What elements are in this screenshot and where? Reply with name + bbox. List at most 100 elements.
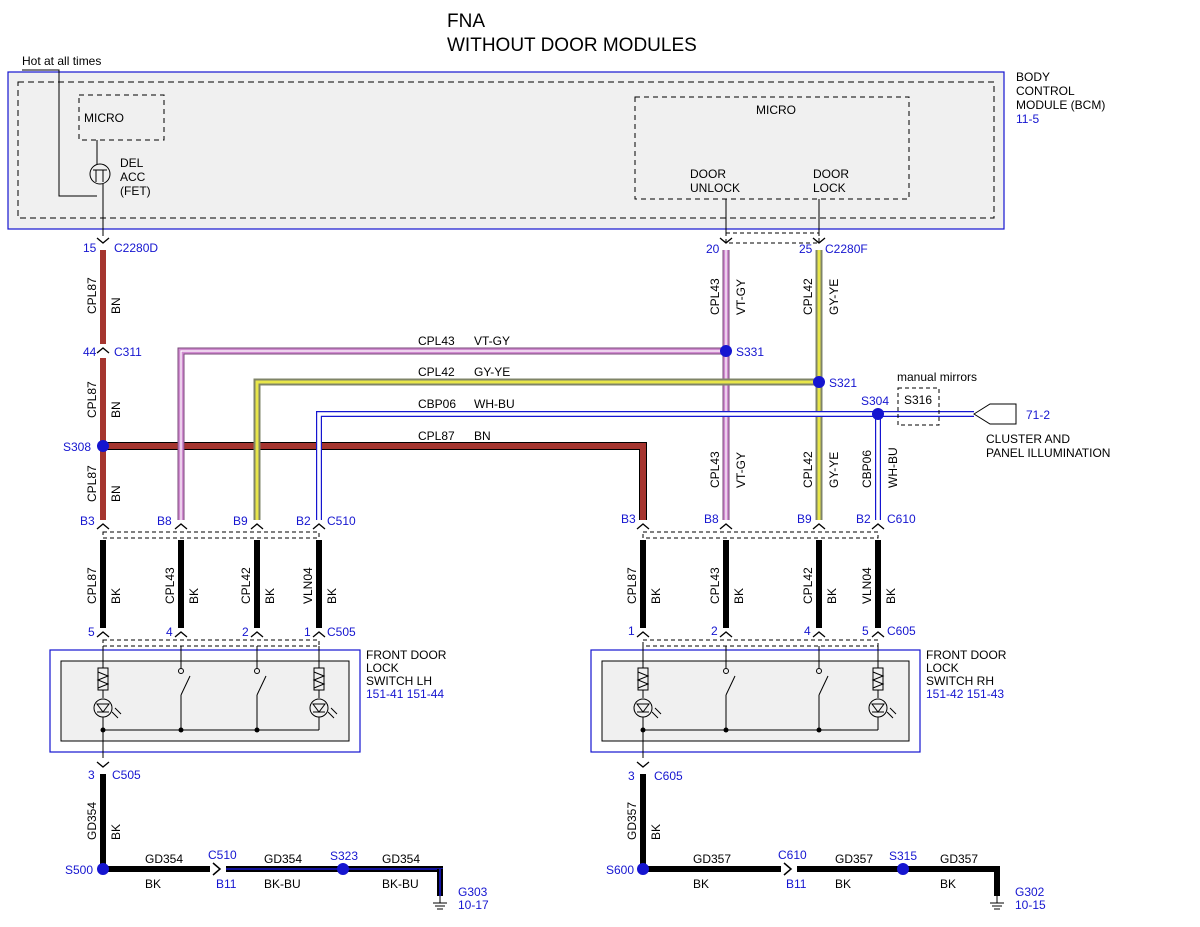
c610-connector-icon — [636, 523, 885, 530]
bcm-micro-right — [634, 96, 910, 200]
wire-gd354-seg1-color: BK — [145, 877, 161, 891]
wire-gd354-seg1-circuit: GD354 — [145, 852, 183, 866]
c510-name[interactable]: C510 — [327, 514, 356, 528]
switch-lh-refs[interactable]: 151-41 151-44 — [366, 687, 444, 701]
wire-gd354-color-v: BK — [109, 824, 123, 840]
switch-lh-bus-dots — [100, 727, 260, 733]
wire-gyye-label-v2: GY-YE — [827, 452, 841, 488]
splice-s500[interactable] — [97, 863, 109, 875]
c505-pin-5: 5 — [88, 625, 95, 639]
c510-pin-b2: B2 — [296, 514, 311, 528]
wire-gd357-seg3-color: BK — [940, 877, 956, 891]
wire-bn-label-3: BN — [109, 485, 123, 502]
wire-bn-label-h: BN — [474, 429, 491, 443]
ground-g303-name[interactable]: G303 — [458, 885, 488, 899]
c505-ground-name[interactable]: C505 — [112, 768, 141, 782]
c2280d-connector-icon — [96, 237, 110, 244]
wire-gd357-seg1-circuit: GD357 — [693, 852, 731, 866]
wire-lh-4-circuit: VLN04 — [301, 567, 315, 604]
wire-whbu-label-v: WH-BU — [886, 447, 900, 488]
bcm-label-1: BODY — [1016, 70, 1050, 84]
splice-s600[interactable] — [637, 863, 649, 875]
wire-cbp06 — [316, 411, 974, 520]
c505-pin-2: 2 — [242, 625, 249, 639]
c2280f-pin-20: 20 — [706, 242, 720, 256]
c605-connector-icon — [636, 631, 885, 638]
c510-pin-b9: B9 — [233, 514, 248, 528]
splice-s315-label: S315 — [889, 849, 917, 863]
ground-g303-ref[interactable]: 10-17 — [458, 898, 489, 912]
door-lock-label-2: LOCK — [813, 181, 846, 195]
splice-s321-label: S321 — [829, 376, 857, 390]
bcm-ref-link[interactable]: 11-5 — [1016, 112, 1039, 126]
wire-rh-2-color: BK — [732, 588, 746, 604]
c510-b11-name[interactable]: C510 — [208, 848, 237, 862]
c610-pin-b2: B2 — [856, 512, 871, 526]
bcm-micro-left-label: MICRO — [84, 111, 124, 125]
ground-g302-ref[interactable]: 10-15 — [1015, 898, 1046, 912]
c610-b11-name[interactable]: C610 — [778, 848, 807, 862]
c610-name[interactable]: C610 — [887, 512, 916, 526]
c505-pin-4: 4 — [166, 625, 173, 639]
wire-gd357-seg1-color: BK — [693, 877, 709, 891]
splice-s323[interactable] — [337, 863, 349, 875]
c505-name[interactable]: C505 — [327, 625, 356, 639]
c505-connector-icon — [96, 631, 326, 638]
c2280f-name[interactable]: C2280F — [825, 242, 868, 256]
c510-pin-b3: B3 — [80, 514, 95, 528]
c2280d-name[interactable]: C2280D — [114, 241, 158, 255]
battery-feed-line — [22, 69, 97, 197]
c610-b11-connector-icon — [783, 862, 793, 876]
door-unlock-label-1: DOOR — [690, 167, 726, 181]
wire-lh-2-color: BK — [187, 588, 201, 604]
wire-whbu-label-h: WH-BU — [474, 397, 515, 411]
wire-rh-1-color: BK — [649, 588, 663, 604]
c610-pin-b9: B9 — [797, 512, 812, 526]
wire-cpl87-rh — [103, 443, 646, 520]
c510-connector-icon — [96, 523, 326, 530]
bcm-label-2: CONTROL — [1016, 84, 1075, 98]
c605-pin-5: 5 — [862, 624, 869, 638]
wire-gd354-seg2-circuit: GD354 — [264, 852, 302, 866]
wire-rh-3-circuit: CPL42 — [801, 567, 815, 604]
wire-lh-4-color: BK — [325, 588, 339, 604]
wire-rh-2-circuit: CPL43 — [708, 567, 722, 604]
c510-housing — [102, 531, 320, 539]
switch-rh-label-3: SWITCH RH — [926, 674, 994, 688]
wire-gd354-seg3-color: BK-BU — [382, 877, 419, 891]
manual-mirrors-label: manual mirrors — [897, 370, 977, 384]
cluster-ref-link[interactable]: 71-2 — [1026, 408, 1050, 422]
switch-lh-internals — [93, 646, 338, 752]
wire-rh-3-color: BK — [825, 588, 839, 604]
switch-rh-refs[interactable]: 151-42 151-43 — [926, 687, 1004, 701]
c610-pin-b8: B8 — [704, 512, 719, 526]
splice-s304[interactable] — [872, 408, 884, 420]
c605-name[interactable]: C605 — [887, 624, 916, 638]
c2280f-pin-25: 25 — [799, 242, 813, 256]
splice-s315[interactable] — [897, 863, 909, 875]
wire-rh-4-circuit: VLN04 — [860, 567, 874, 604]
wire-bn-label-1: BN — [109, 297, 123, 314]
splice-s331[interactable] — [720, 345, 732, 357]
c605-ground-connector-icon — [636, 761, 650, 768]
c2280d-pin: 15 — [83, 241, 97, 255]
wire-gd354-bkbu — [226, 866, 443, 896]
ground-g302-name[interactable]: G302 — [1015, 885, 1045, 899]
switch-lh-label-1: FRONT DOOR — [366, 648, 447, 662]
splice-s308[interactable] — [97, 440, 109, 452]
switch-rh-internals — [633, 646, 897, 752]
switch-rh-body — [601, 660, 910, 742]
wire-gyye-label-v1: GY-YE — [827, 279, 841, 315]
c605-housing — [642, 639, 879, 647]
splice-s321[interactable] — [813, 376, 825, 388]
bcm-micro-left — [78, 94, 165, 141]
splice-s304-label: S304 — [861, 394, 889, 408]
c505-ground-connector-icon — [96, 761, 110, 768]
c311-pin: 44 — [83, 345, 97, 359]
wire-lh-2-circuit: CPL43 — [163, 567, 177, 604]
c311-name[interactable]: C311 — [114, 345, 142, 359]
wire-gd357-seg2-color: BK — [835, 877, 851, 891]
c510-b11-connector-icon — [212, 862, 222, 876]
c605-ground-name[interactable]: C605 — [654, 769, 683, 783]
